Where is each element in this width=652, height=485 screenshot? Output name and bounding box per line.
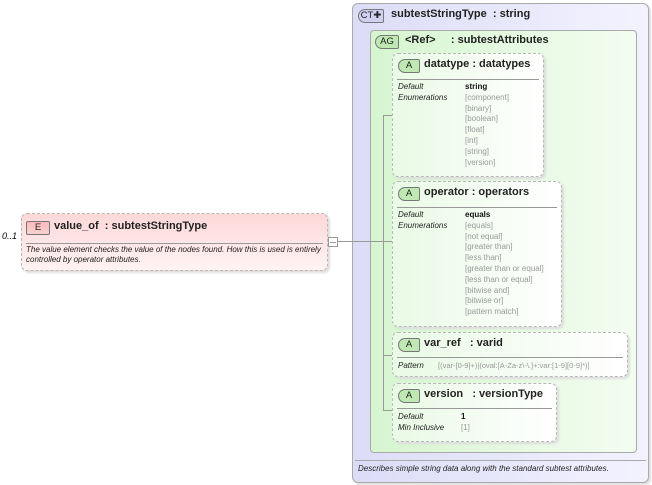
- attribute-var-ref[interactable]: A var_ref : varid Pattern [(var-[0-9]+)|…: [392, 332, 628, 377]
- attribute-title: version : versionType: [424, 388, 544, 400]
- values: 1[1]: [461, 412, 470, 432]
- complex-type-badge: CT✚: [358, 9, 384, 23]
- attribute-group-badge: AG: [375, 35, 399, 49]
- attribute-badge: A: [398, 187, 420, 201]
- element-description: The value element checks the value of th…: [26, 245, 321, 264]
- complex-type-description: Describes simple string data along with …: [358, 464, 609, 473]
- attribute-title: datatype : datatypes: [424, 58, 531, 70]
- complex-type-title: subtestStringType : string: [391, 8, 531, 20]
- collapse-toggle[interactable]: [328, 237, 338, 247]
- values: string[component][binary][boolean][float…: [465, 82, 510, 167]
- element-badge: E: [26, 221, 50, 235]
- attribute-badge: A: [398, 59, 420, 73]
- element-value-of[interactable]: E value_of : subtestStringType The value…: [21, 213, 328, 271]
- labels: Pattern: [398, 361, 424, 370]
- attribute-badge: A: [398, 338, 420, 352]
- element-title: value_of : subtestStringType: [54, 220, 208, 232]
- values: [(var-[0-9]+)|(oval:[A-Za-z\-\.]+:var:[1…: [438, 361, 590, 370]
- attribute-group-title: <Ref> : subtestAttributes: [405, 34, 549, 46]
- attribute-title: var_ref : varid: [424, 337, 503, 349]
- cardinality: 0..1: [2, 231, 18, 241]
- attribute-badge: A: [398, 389, 420, 403]
- attribute-title: operator : operators: [424, 186, 530, 198]
- values: equals[equals][not equal][greater than][…: [465, 210, 544, 317]
